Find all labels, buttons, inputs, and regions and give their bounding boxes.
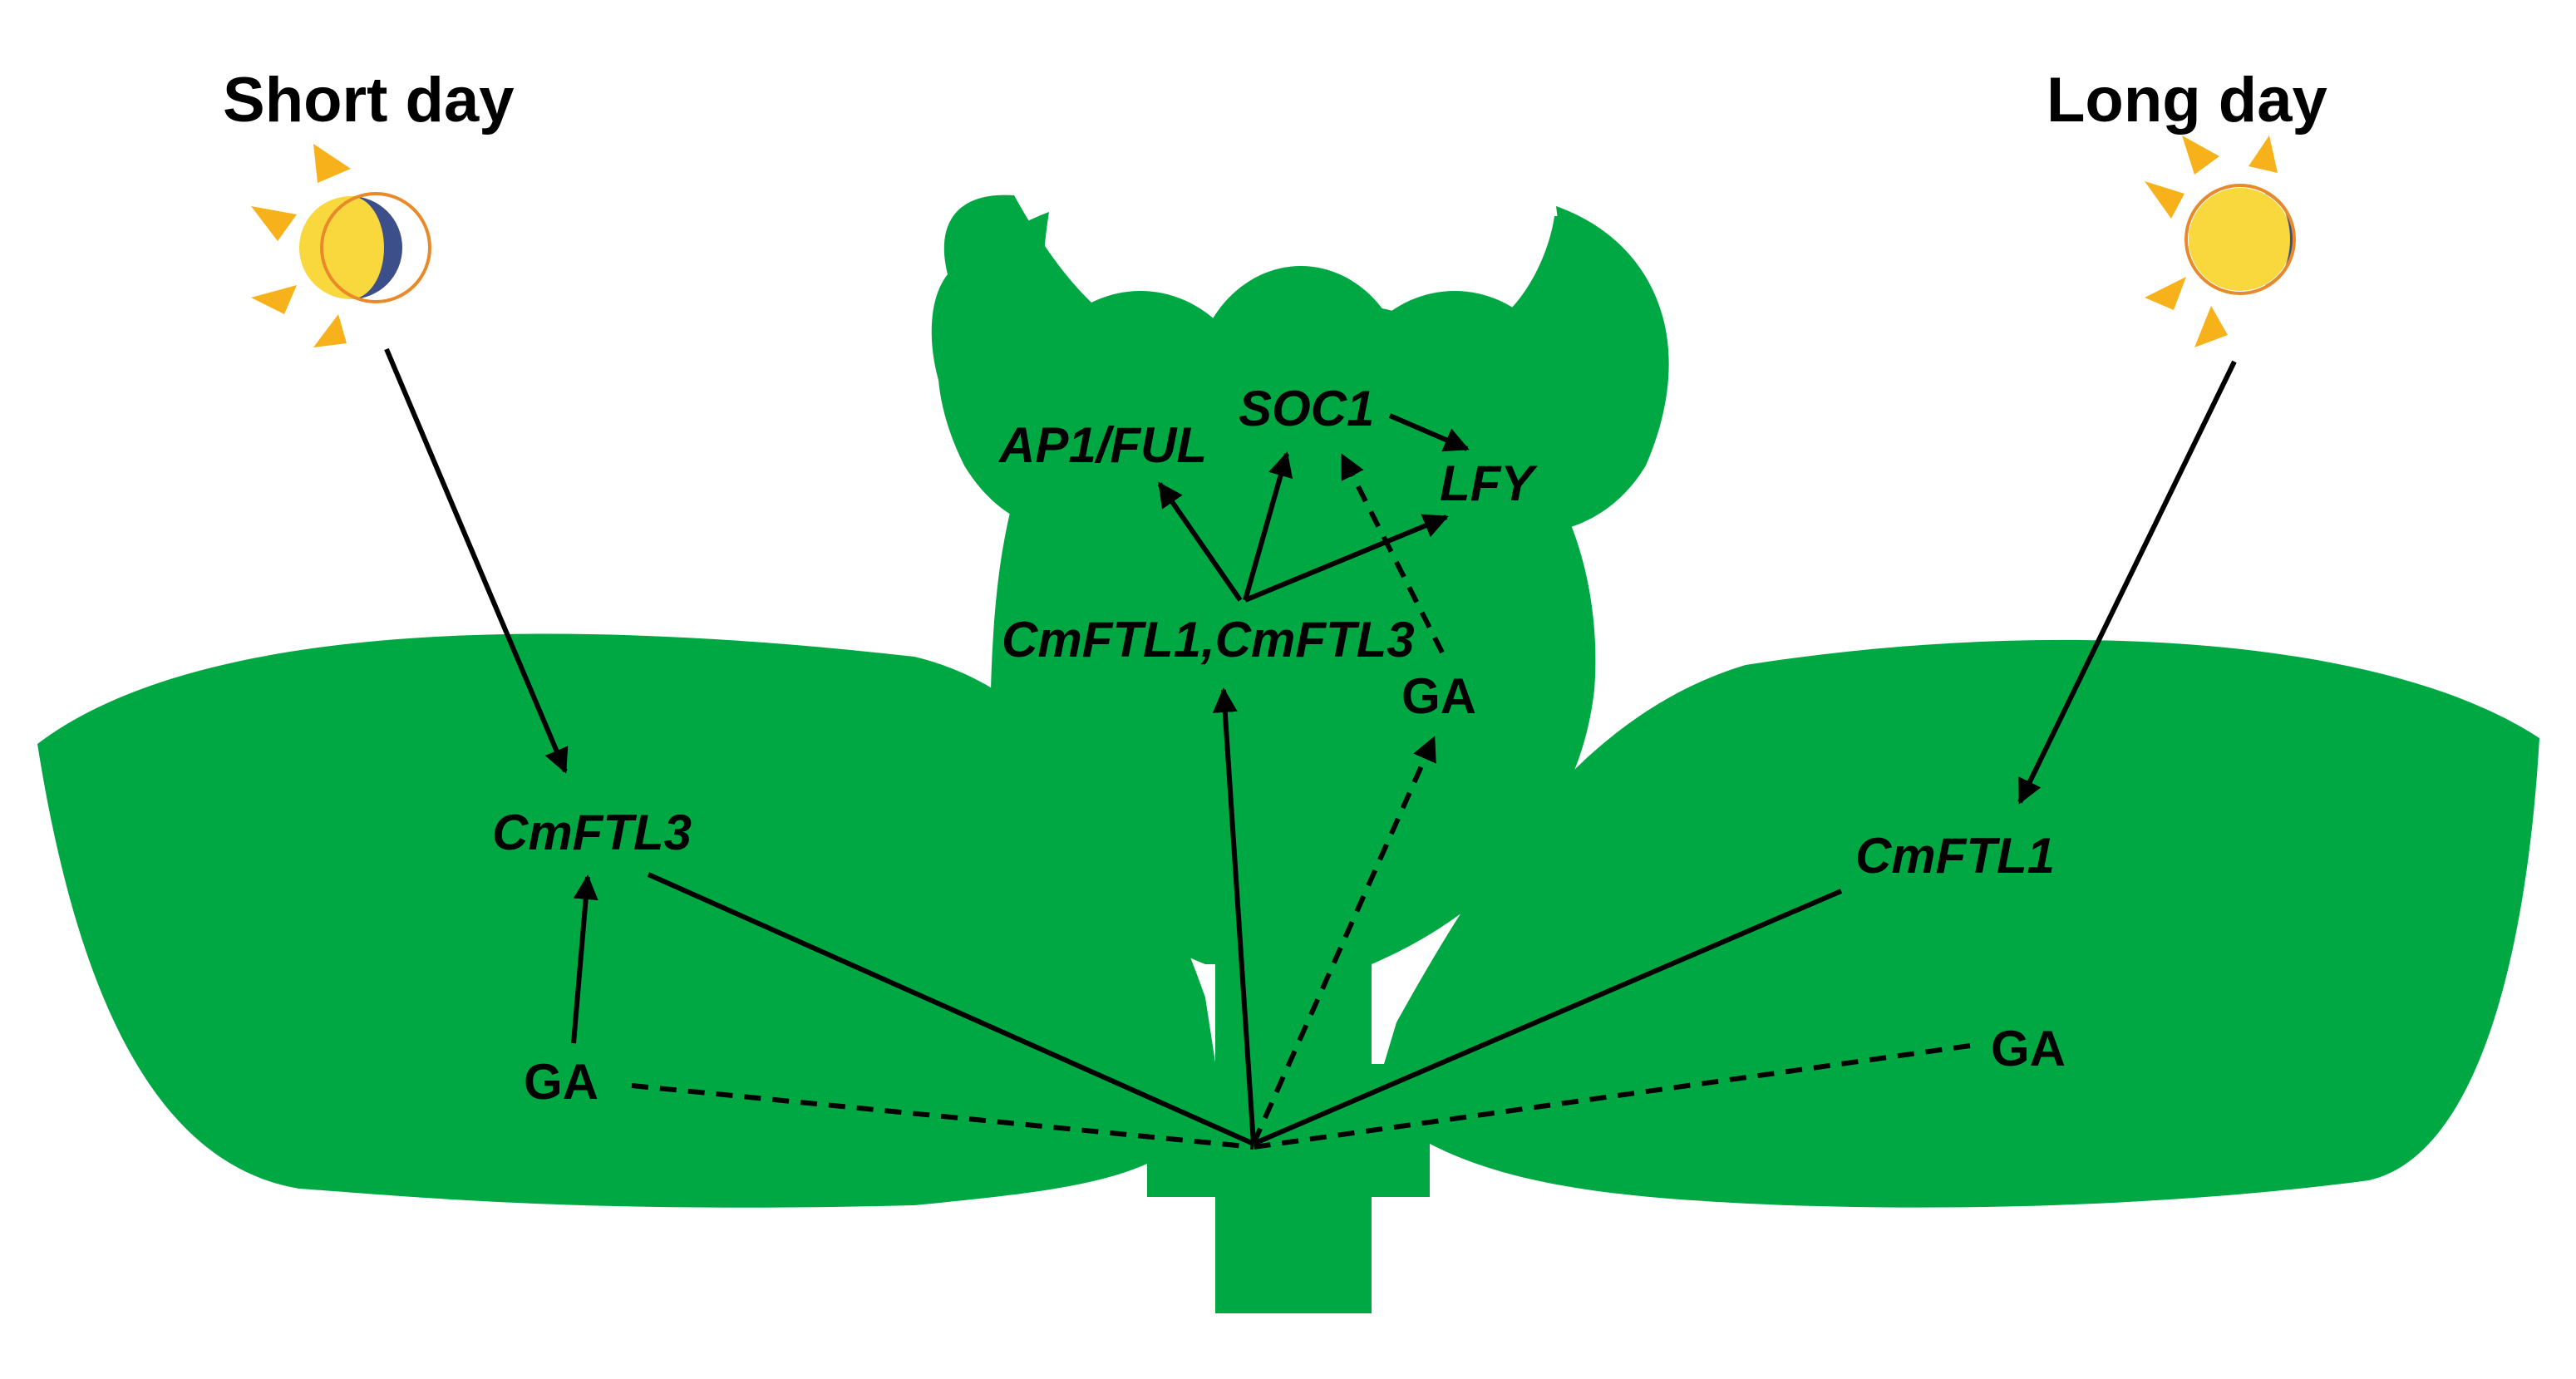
left-leaf	[37, 633, 1222, 1208]
label-ap1-ful: AP1/FUL	[997, 417, 1207, 473]
sun-moon-icon	[2145, 135, 2296, 347]
label-soc1: SOC1	[1239, 381, 1374, 436]
title-long-day: Long day	[2047, 65, 2327, 135]
label-lfy: LFY	[1440, 456, 1538, 511]
petal-right	[1338, 291, 1571, 540]
edge-cmftl-soc1	[1243, 451, 1293, 601]
sun-moon-icon	[251, 144, 431, 347]
right-sepal	[1459, 206, 1669, 533]
edge-soc1-lfy	[1388, 413, 1470, 452]
label-ga-right: GA	[1991, 1021, 2066, 1076]
right-leaf	[1372, 639, 2539, 1208]
edge-ga-cmftl3	[571, 874, 598, 1044]
label-ga-bud: GA	[1401, 668, 1476, 724]
edge-cmftl3-hub	[647, 872, 1255, 1146]
edge-longday-cmftl1	[2017, 360, 2237, 805]
edge-shortday-cmftl3	[384, 347, 569, 774]
edge-ga-right-hub	[1253, 1043, 1971, 1150]
edge-ga-soc1	[1340, 453, 1445, 654]
edge-hub-ga-bud	[1251, 736, 1436, 1145]
stem-bottom	[1215, 1164, 1372, 1313]
labels: Short day Long day CmFTL3 CmFTL1 GA GA G…	[223, 65, 2327, 1110]
label-cmftl-bud: CmFTL1,CmFTL3	[1002, 612, 1415, 667]
edge-cmftl-ap1ful	[1157, 481, 1243, 602]
title-short-day: Short day	[223, 65, 515, 135]
label-ga-left: GA	[524, 1054, 598, 1110]
plant-silhouette	[37, 195, 2539, 1313]
edge-cmftl1-hub	[1252, 889, 1843, 1146]
edge-ga-left-hub	[631, 1083, 1254, 1150]
edge-cmftl-lfy	[1244, 514, 1449, 603]
pathway-edges	[384, 347, 2237, 1150]
edge-hub-cmftl-bud	[1212, 687, 1256, 1145]
label-cmftl3-leaf: CmFTL3	[492, 805, 692, 860]
label-cmftl1-leaf: CmFTL1	[1855, 828, 2055, 884]
